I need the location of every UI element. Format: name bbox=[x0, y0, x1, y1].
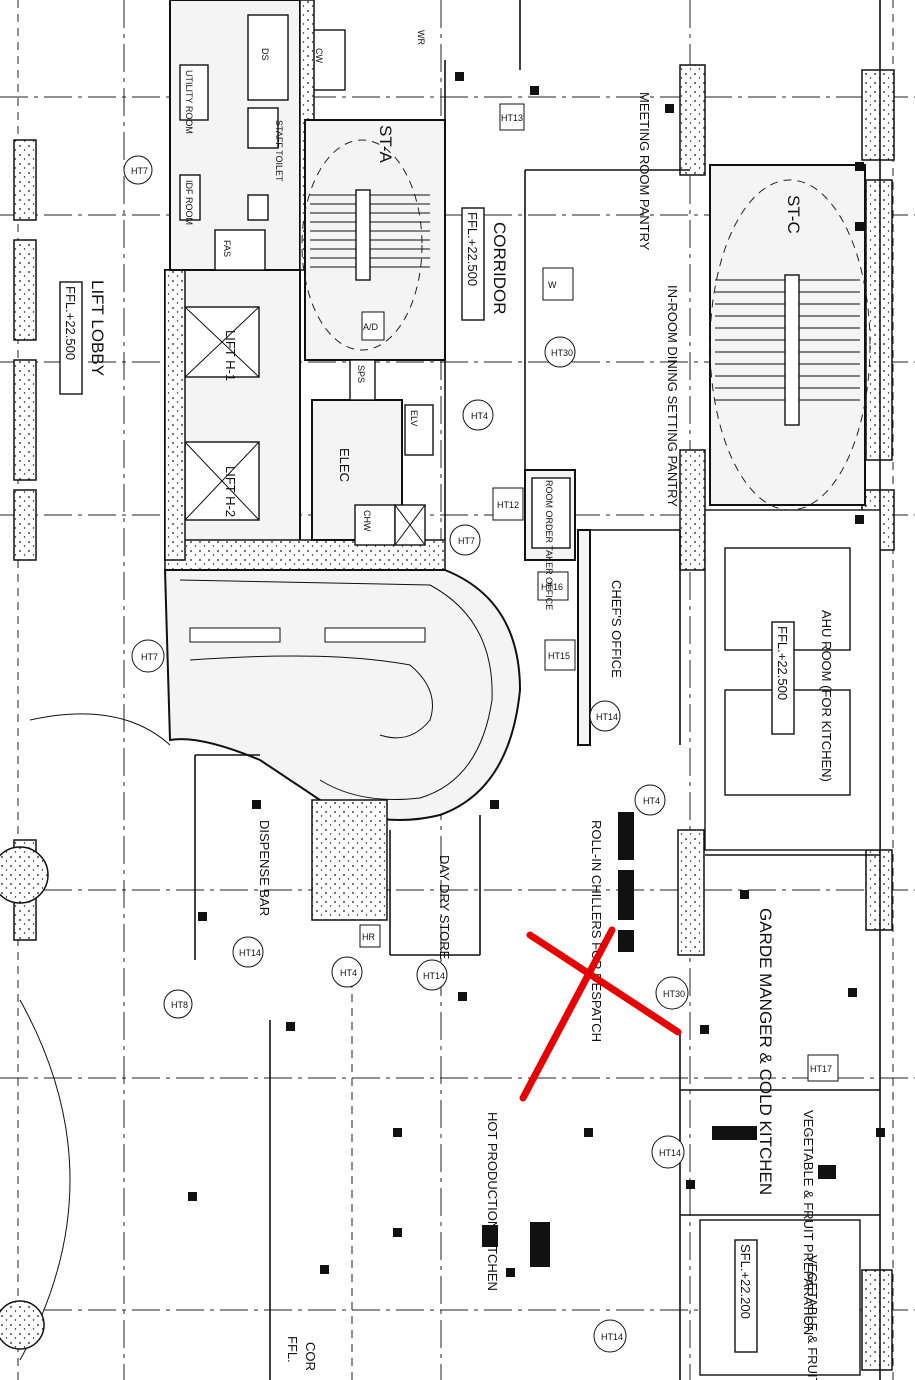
label-chw: CHW bbox=[362, 510, 372, 532]
label-sps: SPS bbox=[356, 365, 366, 383]
tag-ht15: HT15 bbox=[548, 651, 570, 661]
tag-ht14-e: HT14 bbox=[596, 712, 618, 722]
label-roll-in-chillers: ROLL-IN CHILLERS FOR DESPATCH bbox=[589, 820, 604, 1042]
room-labels: LIFT LOBBY FFL.+22.500 LIFT H-1 LIFT H-2… bbox=[59, 30, 834, 1380]
tag-ht4-a: HT4 bbox=[340, 968, 357, 978]
tag-ht13: HT13 bbox=[501, 113, 523, 123]
label-lift-2: LIFT H-2 bbox=[223, 466, 238, 517]
label-ds: DS bbox=[260, 48, 270, 61]
label-elv: ELV bbox=[409, 410, 419, 426]
left-facade bbox=[0, 139, 171, 1361]
tag-hr: HR bbox=[362, 932, 375, 942]
column-markers bbox=[188, 72, 885, 1277]
tag-ht7-b: HT7 bbox=[458, 536, 475, 546]
tag-ht7-c: HT7 bbox=[131, 166, 148, 176]
label-garde-manger: GARDE MANGER & COLD KITCHEN bbox=[756, 908, 775, 1195]
tag-ht16: HT16 bbox=[541, 582, 563, 592]
electrical-rooms bbox=[311, 359, 434, 546]
tag-ht17: HT17 bbox=[810, 1064, 832, 1074]
red-cross-mark-icon bbox=[519, 926, 682, 1102]
tag-ht14-c: HT14 bbox=[659, 1148, 681, 1158]
label-day-dry-store: DAY DRY STORE bbox=[437, 855, 452, 960]
label-veg-chiller: VEGETABLE & FRUIT CHILLER bbox=[805, 1255, 820, 1380]
label-cw: CW bbox=[314, 48, 324, 63]
tag-ht14-d: HT14 bbox=[601, 1332, 623, 1342]
equipment-tags: HT7 HT8 HT14 HT4 HT14 HT30 HT14 HT14 HT1… bbox=[123, 103, 839, 1353]
tag-ht14-b: HT14 bbox=[423, 971, 445, 981]
curved-stair bbox=[163, 569, 522, 821]
dispense-bar-walls bbox=[194, 754, 481, 960]
label-wr: WR bbox=[416, 30, 426, 45]
label-ahu-room: AHU ROOM (FOR KITCHEN) bbox=[819, 610, 834, 782]
corridor-walls bbox=[444, 0, 706, 571]
label-corridor-level: FFL.+22.500 bbox=[465, 212, 480, 286]
tag-ht4-b: HT4 bbox=[643, 796, 660, 806]
tag-ht8: HT8 bbox=[171, 1000, 188, 1010]
tag-ht7: HT7 bbox=[141, 652, 158, 662]
label-lift-lobby: LIFT LOBBY bbox=[88, 280, 107, 376]
label-meeting-pantry: MEETING ROOM PANTRY bbox=[637, 92, 652, 251]
roll-in-chillers bbox=[618, 812, 705, 956]
label-veg-prep: VEGETABLE & FRUIT PREPARATION bbox=[801, 1110, 816, 1335]
kitchen-wings bbox=[269, 854, 880, 1380]
label-ahu-level: FFL.+22.500 bbox=[775, 626, 790, 700]
label-lift-1: LIFT H-1 bbox=[223, 330, 238, 381]
label-dispense-bar: DISPENSE BAR bbox=[257, 820, 272, 916]
label-idf-room: IDF ROOM bbox=[184, 180, 194, 225]
order-taker-office bbox=[524, 469, 576, 561]
label-utility-room: UTILITY ROOM bbox=[184, 70, 194, 134]
label-veg-chiller-level: SFL.+22.200 bbox=[738, 1244, 753, 1319]
label-hot-kitchen: HOT PRODUCTION KITCHEN bbox=[485, 1112, 500, 1291]
stair-c bbox=[709, 164, 871, 511]
label-corridor: CORRIDOR bbox=[490, 222, 509, 315]
label-stair-c: ST-C bbox=[784, 195, 803, 234]
tag-ht30-b: HT30 bbox=[551, 348, 573, 358]
tag-ht12: HT12 bbox=[497, 500, 519, 510]
label-corridor-bottom-level: FFL. bbox=[285, 1336, 300, 1363]
label-elec: ELEC bbox=[337, 448, 352, 482]
tag-ht30: HT30 bbox=[663, 989, 685, 999]
label-corridor-bottom: COR bbox=[303, 1342, 318, 1371]
label-order-taker: ROOM ORDER TAKER OFFICE bbox=[544, 480, 554, 610]
label-staff-toilet: STAFF TOILET bbox=[274, 120, 284, 182]
tag-ad: A/D bbox=[363, 322, 379, 332]
label-lift-lobby-level: FFL.+22.500 bbox=[63, 286, 78, 360]
tag-ht4-c: HT4 bbox=[471, 411, 488, 421]
chefs-office-walls bbox=[577, 529, 681, 746]
service-rooms-top bbox=[169, 0, 346, 271]
label-stair-a: ST-A bbox=[376, 125, 395, 163]
label-chefs-office: CHEF'S OFFICE bbox=[609, 580, 624, 678]
tag-w-a: W bbox=[548, 280, 557, 290]
label-fas: FAS bbox=[222, 240, 232, 257]
label-in-room-dining: IN-ROOM DINING SETTING PANTRY bbox=[665, 285, 680, 507]
tag-ht14-a: HT14 bbox=[239, 948, 261, 958]
